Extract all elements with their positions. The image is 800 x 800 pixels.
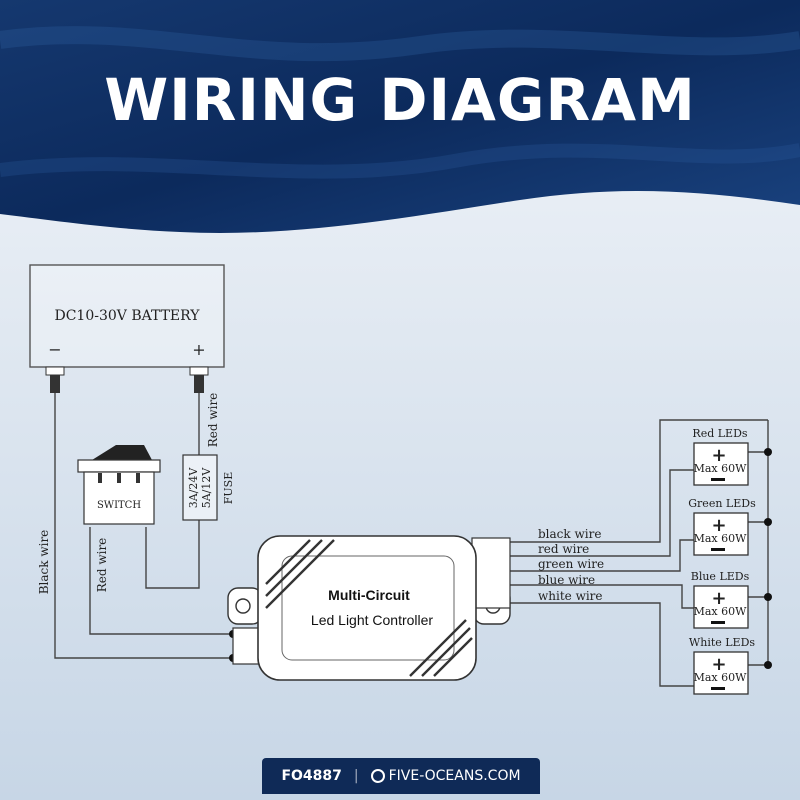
hatch (421, 627, 471, 677)
sku-label: FO4887 (281, 768, 342, 784)
black-wire-label: Black wire (37, 530, 51, 595)
battery-body (29, 264, 225, 368)
fuse: 3A/24V 5A/12V FUSE (182, 454, 235, 521)
switch-pin (117, 473, 121, 483)
brand-url[interactable]: FIVE-OCEANS.COM (388, 768, 521, 784)
rocker-switch: SWITCH (77, 445, 161, 525)
red-wire-fuse-to-switch (145, 520, 200, 589)
red-output-wire (510, 469, 694, 557)
switch-rocker-icon (92, 445, 152, 460)
white-led-max-label: Max 60W (694, 671, 748, 684)
blue-led-module: Blue LEDs + Max 60W (691, 570, 750, 629)
controller-label-line1: Multi-Circuit (328, 587, 410, 603)
green-led-max-label: Max 60W (694, 532, 748, 545)
red-wire-label-left: Red wire (95, 538, 109, 593)
white-led-label: White LEDs (689, 636, 755, 649)
battery-positive-label: + (192, 340, 205, 359)
junction-dot (764, 518, 772, 526)
white-output-wire (510, 602, 694, 687)
banner-wave-highlight (0, 26, 800, 62)
hatch (265, 539, 311, 585)
switch-pin (98, 473, 102, 483)
battery-negative-post (50, 375, 60, 393)
blue-led-label: Blue LEDs (691, 570, 750, 583)
junction-dot (764, 593, 772, 601)
blue-led-minus-icon (711, 621, 725, 624)
page-title: WIRING DIAGRAM (104, 66, 696, 134)
switch-label: SWITCH (97, 500, 141, 511)
battery-negative-terminal (45, 366, 65, 376)
hatch (265, 539, 323, 597)
junction-dot (764, 448, 772, 456)
hatch (265, 539, 335, 609)
controller-mount-left (227, 587, 263, 625)
banner-wave-highlight-2 (0, 143, 800, 179)
blue-output-wire-label: blue wire (538, 573, 595, 587)
controller-label-line2: Led Light Controller (311, 612, 434, 628)
blue-led-max-label: Max 60W (694, 605, 748, 618)
fuse-rating-12v: 5A/12V (200, 467, 213, 509)
battery-label: DC10-30V BATTERY (55, 308, 201, 324)
white-led-minus-icon (711, 687, 725, 690)
red-led-minus-icon (711, 478, 725, 481)
hatch (409, 619, 467, 677)
header-banner (0, 0, 800, 233)
junction-dot (764, 661, 772, 669)
green-output-wire (510, 539, 694, 572)
battery-positive-post (194, 375, 204, 393)
green-led-plus-icon: + (711, 515, 726, 536)
green-led-label: Green LEDs (688, 497, 756, 510)
led-controller: Multi-Circuit Led Light Controller (227, 535, 511, 681)
footer-separator: | (353, 768, 359, 784)
green-output-wire-label: green wire (538, 557, 604, 571)
red-led-plus-icon: + (711, 445, 726, 466)
red-led-module: Red LEDs + Max 60W (692, 427, 749, 486)
switch-bezel (77, 459, 161, 473)
black-output-wire (510, 419, 768, 543)
battery: DC10-30V BATTERY − + (29, 264, 225, 393)
black-output-wire-label: black wire (538, 527, 601, 541)
red-led-label: Red LEDs (692, 427, 747, 440)
footer-bar: FO4887 | FIVE-OCEANS.COM (262, 758, 540, 794)
blue-output-wire (510, 584, 694, 609)
controller-inner-panel (281, 555, 455, 661)
hatch (433, 637, 473, 677)
green-led-minus-icon (711, 548, 725, 551)
battery-negative-label: − (48, 340, 61, 359)
green-led-module: Green LEDs + Max 60W (688, 497, 756, 556)
controller-mount-hole-left (235, 598, 251, 614)
white-led-module: White LEDs + Max 60W (689, 636, 755, 695)
red-wire-label-top: Red wire (206, 393, 220, 448)
red-led-max-label: Max 60W (694, 462, 748, 475)
fuse-label: FUSE (222, 472, 235, 504)
switch-pin (136, 473, 140, 483)
fuse-rating-24v: 3A/24V (187, 467, 200, 509)
fuse-body (182, 454, 218, 521)
red-wire-switch-to-controller (89, 527, 233, 635)
white-led-plus-icon: + (711, 654, 726, 675)
red-output-wire-label: red wire (538, 542, 589, 556)
controller-output-glands (471, 537, 511, 609)
black-wire-left (54, 393, 233, 659)
blue-led-plus-icon: + (711, 588, 726, 609)
battery-positive-terminal (189, 366, 209, 376)
brand-logo-icon (370, 769, 385, 783)
white-output-wire-label: white wire (538, 589, 603, 603)
